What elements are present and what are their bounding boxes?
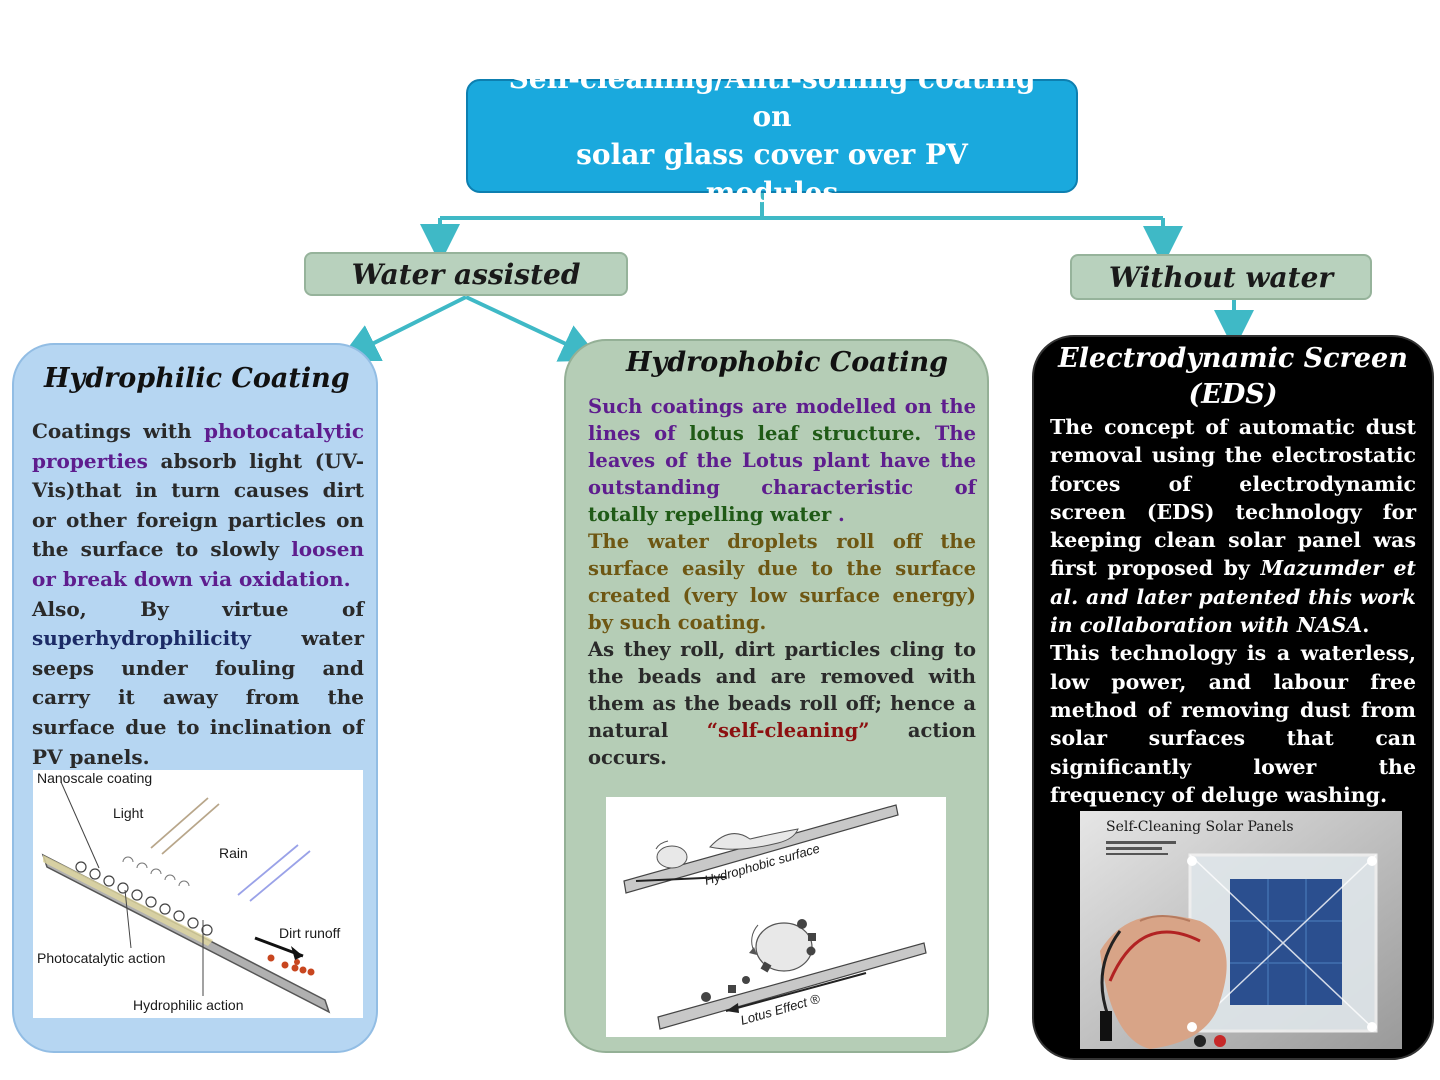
hydrophilic-text-1: Coatings with (32, 419, 204, 443)
eds-photo-title: Self-Cleaning Solar Panels (1106, 819, 1294, 835)
hydrophobic-text-4: The water droplets roll off the surface … (588, 530, 976, 634)
root-node: Self-cleaning/Anti-soiling coating on so… (466, 62, 1078, 209)
figure-label-hydrophilic: Hydrophilic action (133, 997, 244, 1013)
eds-title: Electrodynamic Screen (EDS) (1034, 341, 1432, 413)
eds-text-2: . (1362, 613, 1370, 638)
hydrophobic-text-repelling: totally repelling water (588, 503, 832, 526)
branch-water-assisted: Water assisted (304, 252, 628, 296)
connector-to-hydrophobic (465, 295, 602, 362)
eds-text-1: The concept of automatic dust removal us… (1050, 415, 1416, 581)
hydrophilic-text-photocatalytic: photocatalytic properties (32, 419, 364, 473)
hydrophilic-text-4: water seeps under fouling and carry it a… (32, 626, 364, 769)
connector-to-hydrophilic (338, 295, 467, 361)
hydrophilic-card: Hydrophilic Coating Coatings with photoc… (12, 343, 378, 1053)
figure-label-photocatalytic: Photocatalytic action (37, 950, 165, 966)
hydrophobic-figure: Hydrophobic surface Lotus Effect ® (606, 797, 946, 1037)
eds-card: Electrodynamic Screen (EDS) The concept … (1032, 335, 1434, 1060)
light-rays-icon (150, 797, 220, 855)
figure-label-light: Light (113, 805, 143, 821)
hydrophobic-description: Such coatings are modelled on the lines … (588, 393, 976, 771)
hydrophilic-figure: Nanoscale coating Light Rain Dirt runoff… (33, 770, 363, 1018)
figure-label-nanoscale: Nanoscale coating (37, 770, 152, 786)
hydrophobic-text-lotus: lotus leaf structure. (689, 422, 922, 445)
hydrophilic-text-superhydrophilicity: superhydrophilicity (32, 626, 252, 651)
hydrophobic-text-3: . (831, 503, 845, 526)
hydrophilic-title: Hydrophilic Coating (44, 363, 350, 394)
hydrophilic-text-3: Also, By virtue of (32, 596, 364, 621)
eds-description: The concept of automatic dust removal us… (1050, 413, 1416, 809)
eds-photo: Self-Cleaning Solar Panels (1080, 811, 1402, 1049)
hydrophilic-text-oxidation: loosen or break down via oxidation. (32, 537, 364, 591)
figure-label-rain: Rain (219, 845, 248, 861)
eds-text-mazumder: Mazumder et al. and later patented this … (1050, 556, 1416, 638)
eds-title-line-2: (EDS) (1188, 379, 1278, 410)
hydrophobic-text-1: Such coatings are modelled on the lines … (588, 395, 976, 445)
eds-text-3: This technology is a waterless, low powe… (1050, 641, 1416, 807)
hydrophobic-text-6: action occurs. (588, 719, 976, 769)
hydrophilic-text-2: absorb light (UV-Vis)that in turn causes… (32, 448, 364, 562)
figure-label-dirt-runoff: Dirt runoff (279, 925, 340, 941)
root-line-1: Self-cleaning/Anti-soiling coating on (508, 62, 1036, 133)
hydrophobic-title: Hydrophobic Coating (626, 347, 949, 378)
eds-title-line-1: Electrodynamic Screen (1058, 343, 1408, 374)
hydrophobic-text-self-cleaning: “self-cleaning” (706, 719, 870, 742)
hydrophilic-description: Coatings with photocatalytic properties … (32, 417, 364, 772)
hydrophobic-card: Hydrophobic Coating Such coatings are mo… (564, 339, 989, 1053)
root-line-2: solar glass cover over PV modules (576, 138, 968, 209)
rain-lines-icon (237, 844, 311, 902)
branch-without-water: Without water (1070, 254, 1372, 300)
hydrophobic-text-5: As they roll, dirt particles cling to th… (588, 638, 976, 742)
hydrophobic-text-2: The leaves of the Lotus plant have the o… (588, 422, 976, 499)
